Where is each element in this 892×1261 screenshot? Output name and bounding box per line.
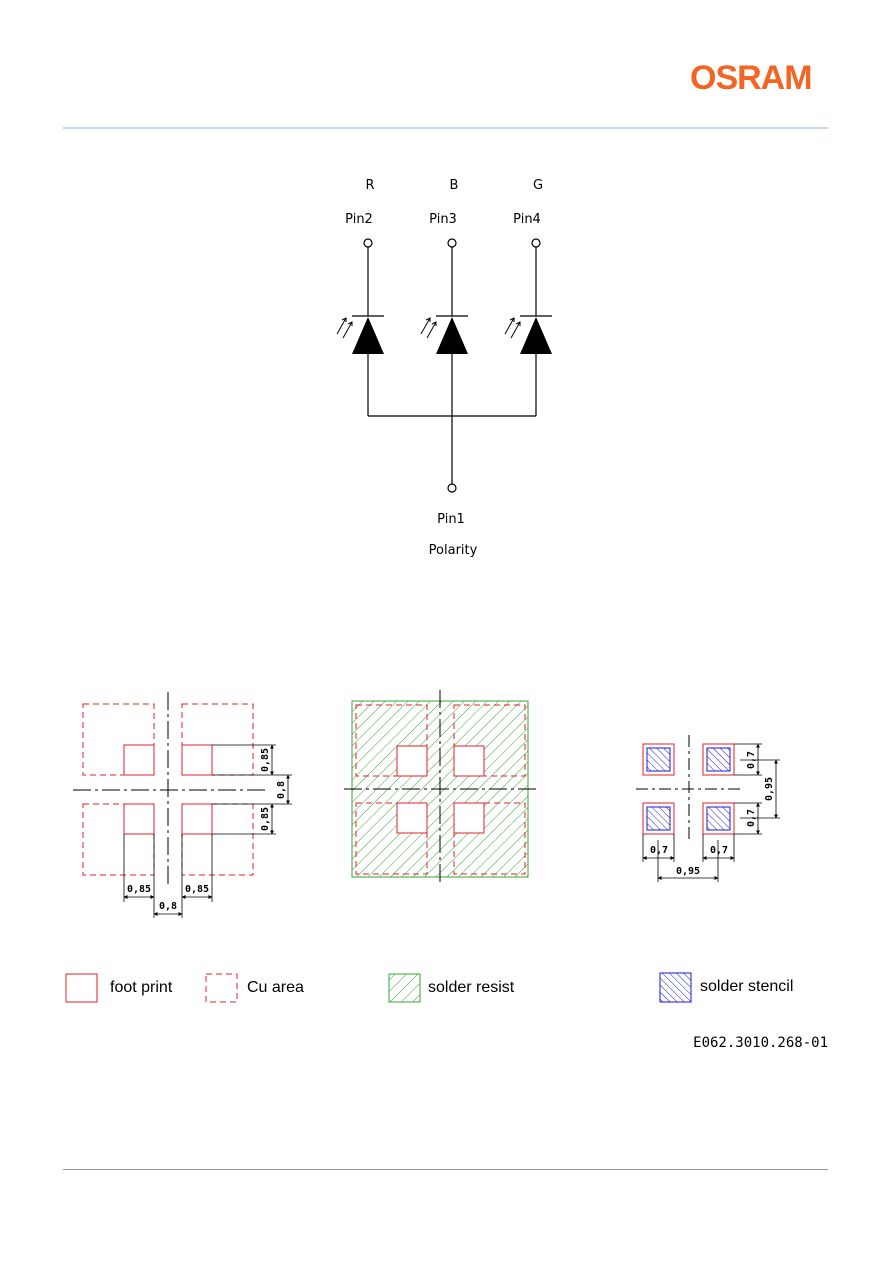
footprint-view-a: 0,85 0,8 0,85 0,85 0,8 0,85: [73, 692, 292, 918]
solder-stencil-swatch-icon: [659, 972, 692, 1003]
legend-label-cu-area: Cu area: [247, 979, 304, 996]
terminal-pin4: [531, 238, 541, 248]
dim-a-pad-w-left: 0,85: [127, 884, 151, 895]
channel-label-r: R: [365, 178, 374, 193]
pin-label-pin3: Pin3: [429, 212, 457, 227]
dimension-lines-a: [123, 744, 292, 918]
dim-c-pitch-h: 0,95: [676, 866, 700, 877]
dim-a-gap-v: 0,8: [276, 781, 287, 799]
cu-area-swatch-icon: [205, 973, 238, 1003]
dimension-labels-c: 0,7 0,95 0,7 0,7 0,7 0,95: [650, 751, 775, 877]
footprint-view-c: 0,7 0,95 0,7 0,7 0,7 0,95: [636, 735, 780, 882]
center-lines: [344, 690, 538, 886]
legend-label-solder-stencil: solder stencil: [700, 978, 793, 995]
legend-item-solder-stencil: solder stencil: [659, 972, 793, 1003]
led-diode-icon: [420, 317, 468, 354]
led-diodes: [336, 317, 552, 354]
footprint-pads: [123, 744, 213, 835]
center-lines: [73, 692, 268, 888]
schematic-wiring: [352, 238, 552, 493]
dim-a-pad-h-lower: 0,85: [260, 807, 271, 831]
legend-item-foot-print: foot print: [65, 973, 173, 1003]
led-diode-icon: [336, 317, 384, 354]
dim-c-pad-w-left: 0,7: [650, 845, 668, 856]
dim-a-gap-h: 0,8: [159, 901, 177, 912]
header-divider: [63, 127, 828, 129]
legend-item-cu-area: Cu area: [205, 973, 304, 1003]
dim-c-pitch-v: 0,95: [764, 777, 775, 801]
dim-c-pad-w-right: 0,7: [710, 845, 728, 856]
footprint-pads: [642, 743, 735, 835]
pin-label-pin1: Pin1: [437, 512, 465, 527]
legend-label-foot-print: foot print: [110, 979, 173, 996]
pin-label-pin2: Pin2: [345, 212, 373, 227]
legend-item-solder-resist: solder resist: [388, 973, 515, 1003]
schematic: R B G Pin2 Pin3 Pin4 Pin1 Polarity: [345, 178, 543, 558]
legend-label-solder-resist: solder resist: [428, 979, 515, 996]
cu-area-pads: [355, 704, 526, 875]
solder-resist-swatch-icon: [388, 973, 421, 1003]
dim-c-pad-h-upper: 0,7: [746, 751, 757, 769]
channel-label-b: B: [450, 178, 459, 193]
dimension-labels-a: 0,85 0,8 0,85 0,85 0,8 0,85: [127, 748, 287, 912]
led-diode-icon: [504, 317, 552, 354]
osram-logo: OSRAM: [690, 59, 813, 97]
footprint-pads: [396, 745, 485, 834]
channel-label-g: G: [533, 178, 543, 193]
terminal-pin2: [363, 238, 373, 248]
solder-stencil-apertures: [646, 747, 731, 831]
dim-a-pad-h-upper: 0,85: [260, 748, 271, 772]
foot-print-swatch-icon: [65, 973, 98, 1003]
document-id: E062.3010.268-01: [693, 1035, 828, 1051]
dim-a-pad-w-right: 0,85: [185, 884, 209, 895]
center-lines: [636, 735, 740, 843]
dimension-lines-c: [642, 743, 780, 882]
terminal-pin3: [447, 238, 457, 248]
legend: foot print Cu area solder resist solder …: [65, 972, 793, 1003]
footer-divider: [63, 1169, 828, 1170]
pin-label-pin4: Pin4: [513, 212, 541, 227]
terminal-pin1: [447, 483, 457, 493]
footprint-view-b: [344, 690, 538, 886]
dim-c-pad-h-lower: 0,7: [746, 809, 757, 827]
polarity-label: Polarity: [429, 543, 478, 558]
